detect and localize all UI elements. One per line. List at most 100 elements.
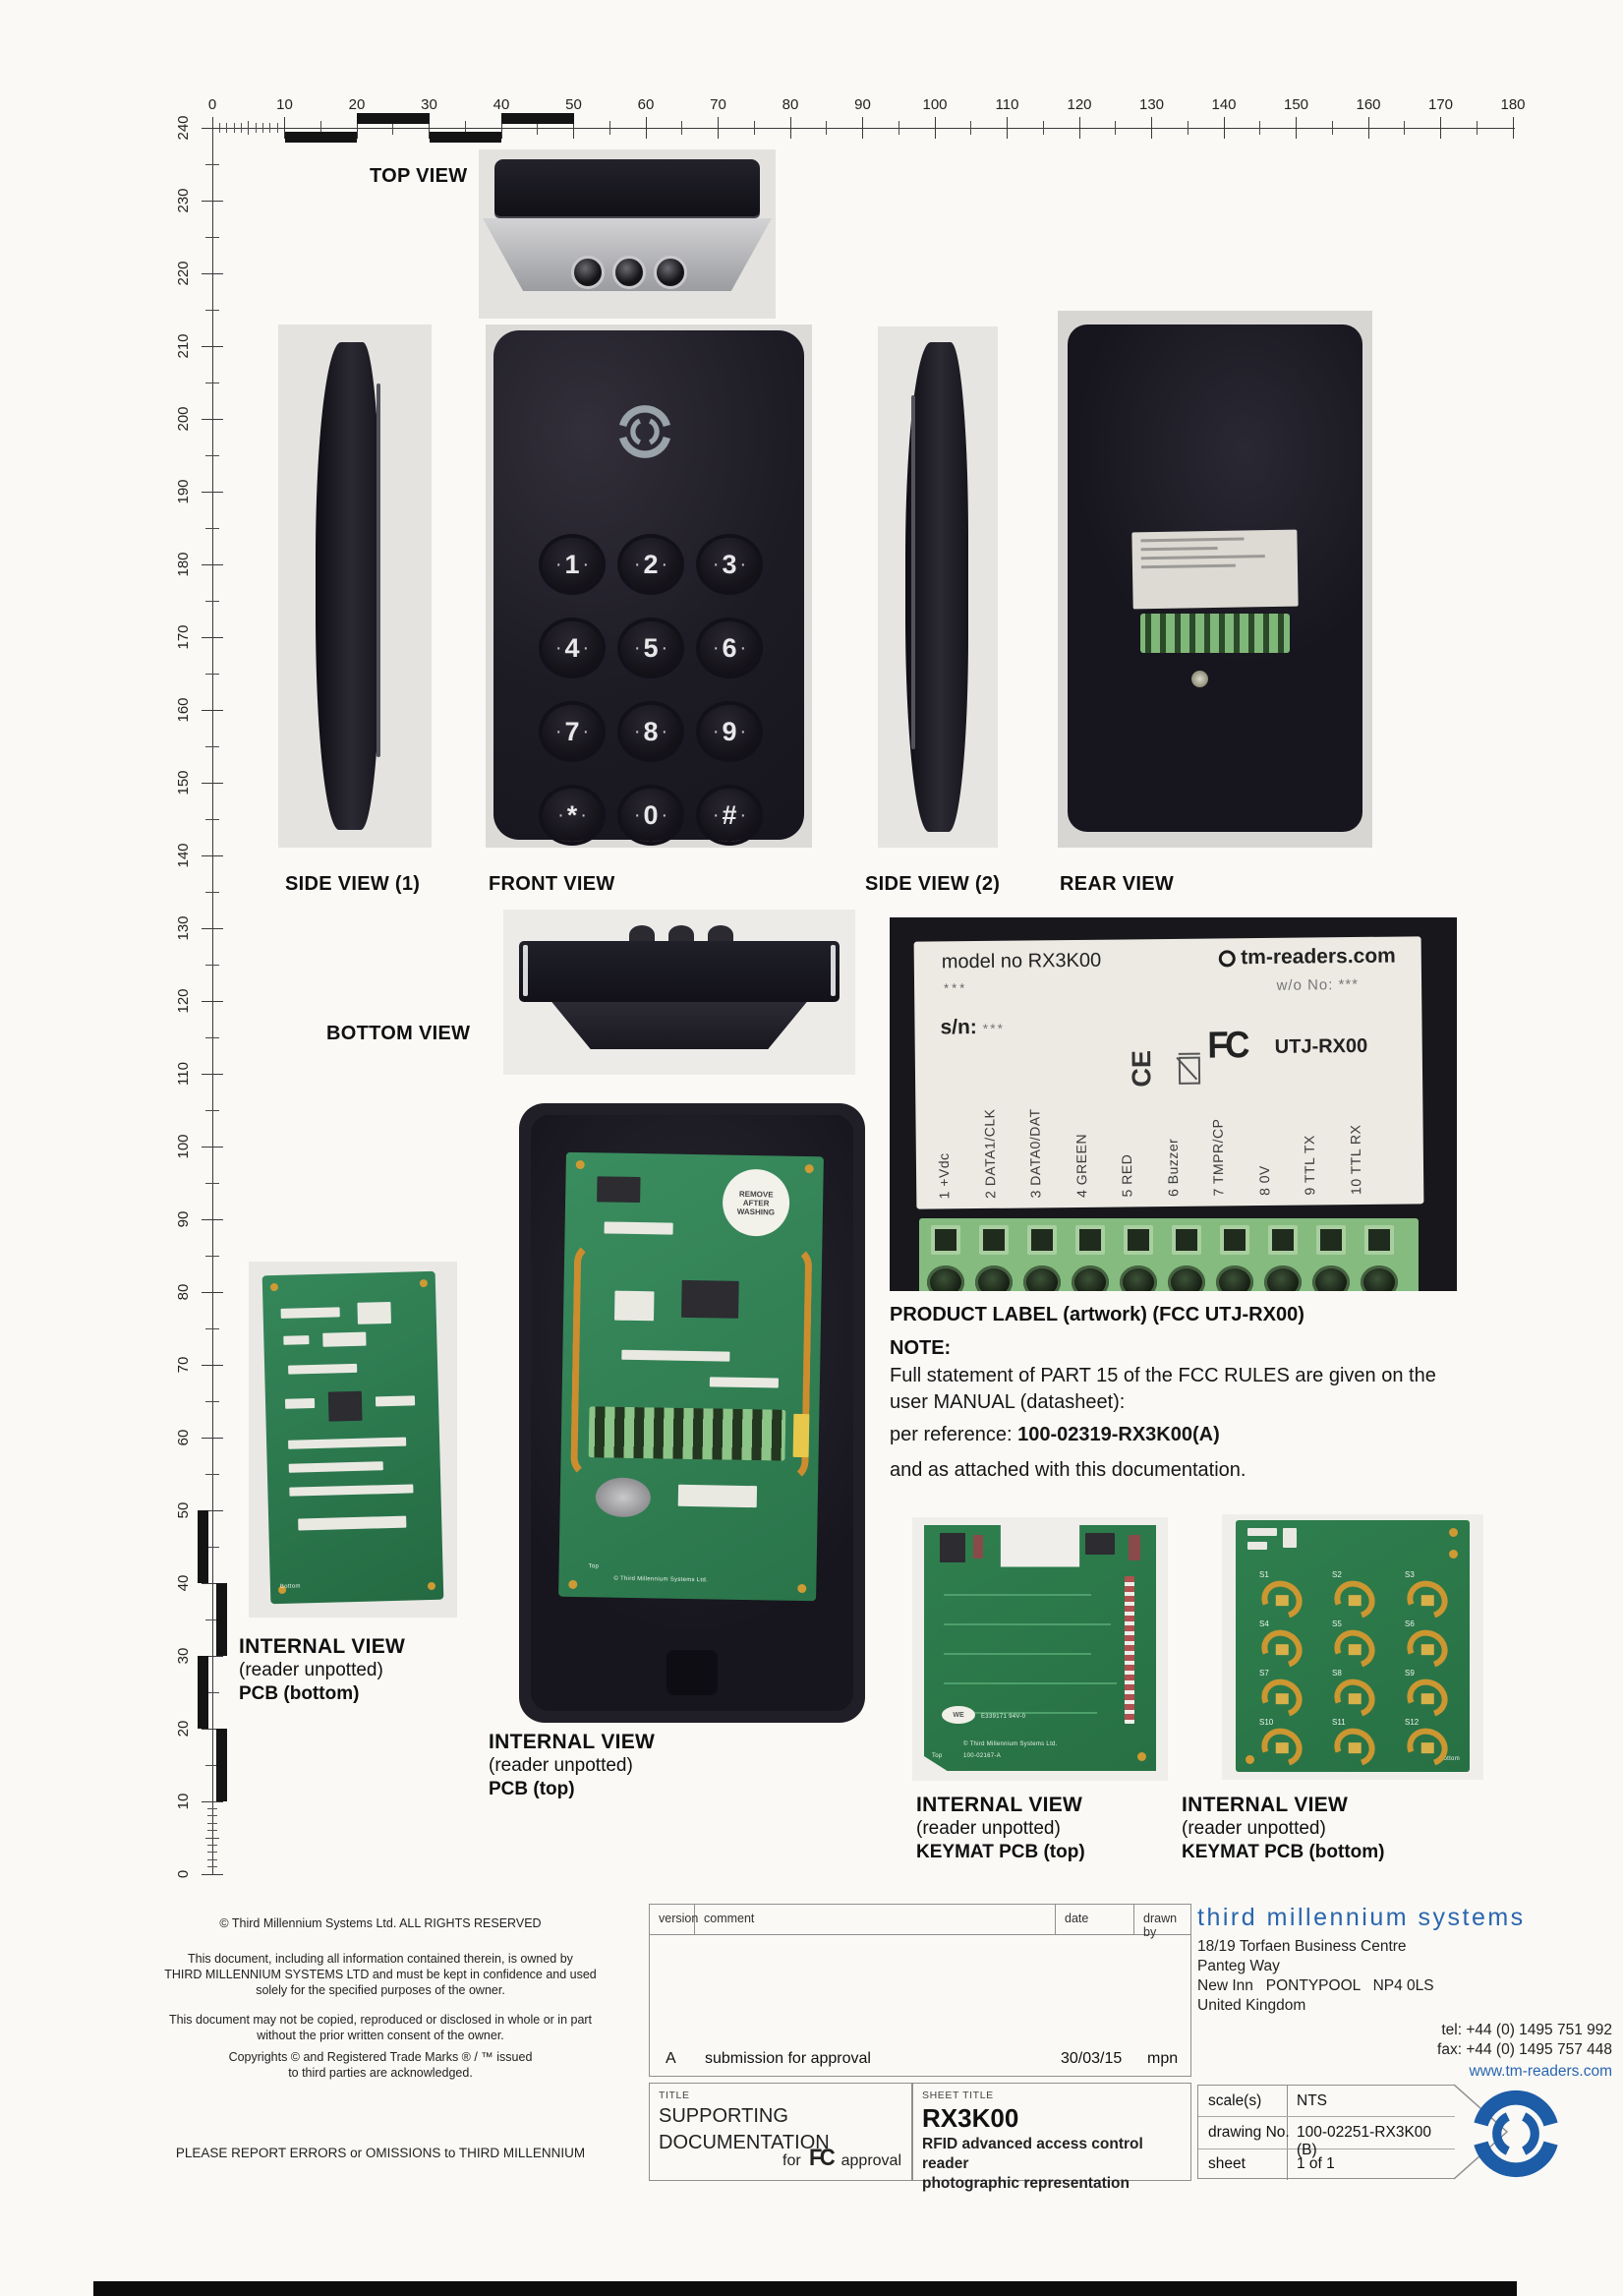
ruler-tick	[537, 121, 539, 135]
keymat-part-number: 100-02167-A	[963, 1753, 1001, 1759]
keypad-key-5: 5	[621, 621, 680, 675]
ruler-number: 210	[175, 333, 192, 359]
pcb-component	[709, 1377, 779, 1388]
pcb-component	[613, 1290, 655, 1322]
ruler-tick	[1259, 121, 1261, 135]
ruler-number: 10	[276, 96, 293, 113]
label-pin-text: 9 TTL TX	[1301, 1135, 1318, 1196]
pcb-bottom-marking: Bottom	[279, 1583, 301, 1590]
ruler-tick	[202, 345, 223, 347]
ruler-tick	[226, 123, 228, 133]
ruler-number: 60	[637, 96, 655, 113]
label-model-no: model no RX3K00	[941, 949, 1102, 973]
pcb-component	[621, 1349, 730, 1362]
ruler-number: 90	[175, 1210, 192, 1228]
side-view-1-caption: SIDE VIEW (1)	[285, 873, 421, 895]
terminal-hole	[1316, 1225, 1346, 1255]
device-rear-shell	[1068, 324, 1362, 832]
ruler-number: 170	[175, 624, 192, 650]
internal-label-line: INTERNAL VIEW	[239, 1635, 406, 1658]
label-text-line	[1140, 537, 1245, 543]
ruler-tick	[1296, 117, 1297, 139]
ruler-tick	[202, 854, 223, 856]
key-contact-label: S12	[1405, 1718, 1420, 1727]
terminal-screw-icon	[1361, 1266, 1398, 1291]
pcb-component	[677, 1484, 758, 1508]
ruler-number: 70	[710, 96, 726, 113]
key-contact-pad	[1327, 1721, 1382, 1774]
rev-drawn-by: mpn	[1147, 2050, 1179, 2067]
ruler-tick	[207, 1866, 217, 1868]
ruler-tick	[205, 309, 219, 311]
internal-label-line: KEYMAT PCB (bottom)	[1182, 1842, 1385, 1862]
pcb-pad	[1449, 1550, 1458, 1559]
pcb-component	[289, 1484, 414, 1497]
key-contact-pad	[1327, 1573, 1382, 1626]
ruler-scale-bar	[198, 1510, 208, 1583]
company-website: www.tm-readers.com	[1469, 2063, 1612, 2080]
case-cable-port	[667, 1650, 718, 1695]
key-contact-pad	[1400, 1721, 1455, 1774]
keypad-key-0: 0	[621, 789, 680, 842]
keymat-bottom-label: INTERNAL VIEW (reader unpotted) KEYMAT P…	[1182, 1794, 1385, 1864]
ruler-tick	[1331, 121, 1333, 135]
internal-label-line: (reader unpotted)	[489, 1755, 633, 1776]
pcb-component	[1247, 1528, 1277, 1536]
device-front-face: 123456789*0#	[493, 330, 804, 842]
ruler-tick	[1078, 117, 1080, 139]
label-pin-text: 10 TTL RX	[1347, 1124, 1363, 1196]
label-wo-no: w/o No: ***	[1276, 975, 1360, 994]
ruler-tick	[205, 964, 219, 966]
front-view-photo: 123456789*0#	[486, 324, 812, 848]
keypad-key-3: 3	[700, 538, 759, 591]
ruler-number: 0	[175, 1869, 192, 1879]
ruler-tick	[205, 1182, 219, 1184]
ruler-number: 50	[565, 96, 582, 113]
key-contact-pad	[1254, 1672, 1309, 1725]
pcb-connector-strip	[1125, 1576, 1134, 1724]
rev-comment: submission for approval	[705, 2050, 871, 2067]
approval-text: approval	[840, 2152, 901, 2169]
top-view-label: TOP VIEW	[370, 165, 468, 187]
drawing-info-table: scale(s) NTS drawing No. 100-02251-RX3K0…	[1197, 2085, 1455, 2180]
ruler-tick	[319, 121, 321, 135]
ruler-tick	[202, 1000, 223, 1002]
ruler-tick	[202, 1073, 223, 1075]
pcb-terminal-block	[588, 1406, 786, 1461]
keymat-top-photo: WE E339171 94V-0 © Third Millennium Syst…	[912, 1517, 1168, 1781]
pcb-pad	[1449, 1528, 1458, 1537]
ruler-number: 30	[175, 1647, 192, 1665]
product-label-photo: model no RX3K00 *** tm-readers.com w/o N…	[890, 917, 1457, 1291]
pcb-component	[288, 1363, 358, 1375]
ruler-tick	[202, 418, 223, 420]
device-side-highlight	[911, 395, 915, 749]
label-pin-text: 5 RED	[1118, 1153, 1135, 1198]
key-contact-label: S4	[1259, 1619, 1269, 1628]
pcb-pad	[568, 1579, 578, 1590]
sheet-no-label: sheet	[1208, 2155, 1246, 2172]
ruler-tick	[1042, 121, 1044, 135]
keypad-key-6: 6	[700, 621, 759, 675]
ruler-tick	[202, 1509, 223, 1511]
note-body: Full statement of PART 15 of the FCC RUL…	[890, 1365, 1436, 1413]
scan-edge-bar	[93, 2281, 1517, 2296]
ruler-tick	[1151, 117, 1152, 139]
ruler-number: 230	[175, 188, 192, 213]
terminal-screw-icon	[975, 1266, 1013, 1291]
ruler-number: 110	[995, 96, 1019, 113]
sheet-title-label: SHEET TITLE	[922, 2090, 994, 2101]
ruler-number: 200	[175, 406, 192, 432]
ruler-tick	[862, 117, 863, 139]
ruler-tick	[202, 1218, 223, 1220]
ruler-tick	[205, 236, 219, 238]
ruler-tick	[202, 127, 223, 129]
key-contact-label: S5	[1332, 1619, 1342, 1628]
terminal-screw-icon	[1216, 1266, 1253, 1291]
top-view-photo	[479, 149, 776, 319]
sheet-no-value: 1 of 1	[1297, 2155, 1335, 2172]
note-attached: and as attached with this documentation.	[890, 1459, 1246, 1481]
rear-product-label	[1131, 529, 1299, 610]
ruler-tick	[1007, 117, 1008, 139]
ruler-tick	[1223, 117, 1225, 139]
ruler-tick	[261, 123, 263, 133]
